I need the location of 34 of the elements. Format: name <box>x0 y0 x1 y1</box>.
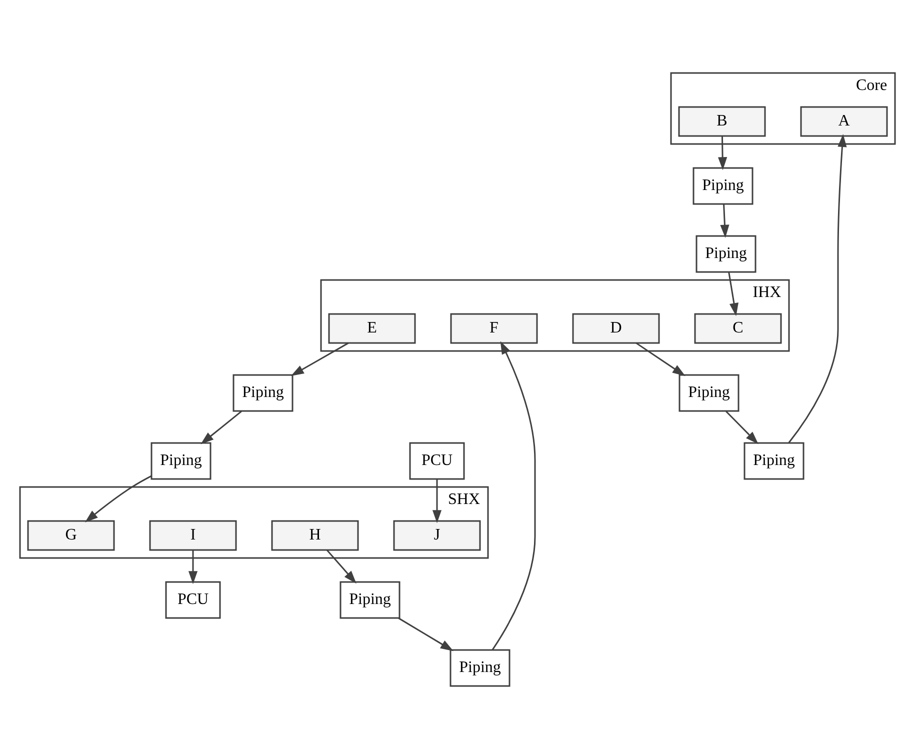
node-box: Piping <box>450 649 510 687</box>
arrow <box>188 550 198 584</box>
arrow <box>326 550 356 584</box>
arrow <box>718 136 728 170</box>
node-box: Piping <box>340 581 400 619</box>
arrow <box>290 342 349 376</box>
node-box: PCU <box>409 442 465 480</box>
node-box: H <box>271 520 359 551</box>
node-box: D <box>572 313 660 344</box>
node-box: Piping <box>678 374 740 412</box>
arrow <box>726 410 758 444</box>
node-box: Piping <box>744 442 804 480</box>
arrow <box>788 134 847 444</box>
arrow <box>432 479 442 524</box>
node-box: Piping <box>692 167 754 205</box>
node-box: G <box>27 520 115 551</box>
arrow <box>492 341 536 650</box>
node-box: A <box>800 106 888 137</box>
arrow <box>200 410 242 444</box>
node-box: Piping <box>232 374 294 412</box>
arrow <box>84 475 152 522</box>
arrow <box>398 618 454 652</box>
arrow <box>636 342 686 376</box>
node-box: F <box>450 313 538 344</box>
node-box: Piping <box>696 235 756 273</box>
node-box: Piping <box>150 442 212 480</box>
arrow <box>728 272 738 316</box>
node-box: I <box>149 520 237 551</box>
node-box: J <box>393 520 481 551</box>
node-box: B <box>678 106 766 137</box>
node-box: PCU <box>165 581 221 619</box>
arrow <box>720 204 730 238</box>
node-box: E <box>328 313 416 344</box>
node-box: C <box>694 313 782 344</box>
